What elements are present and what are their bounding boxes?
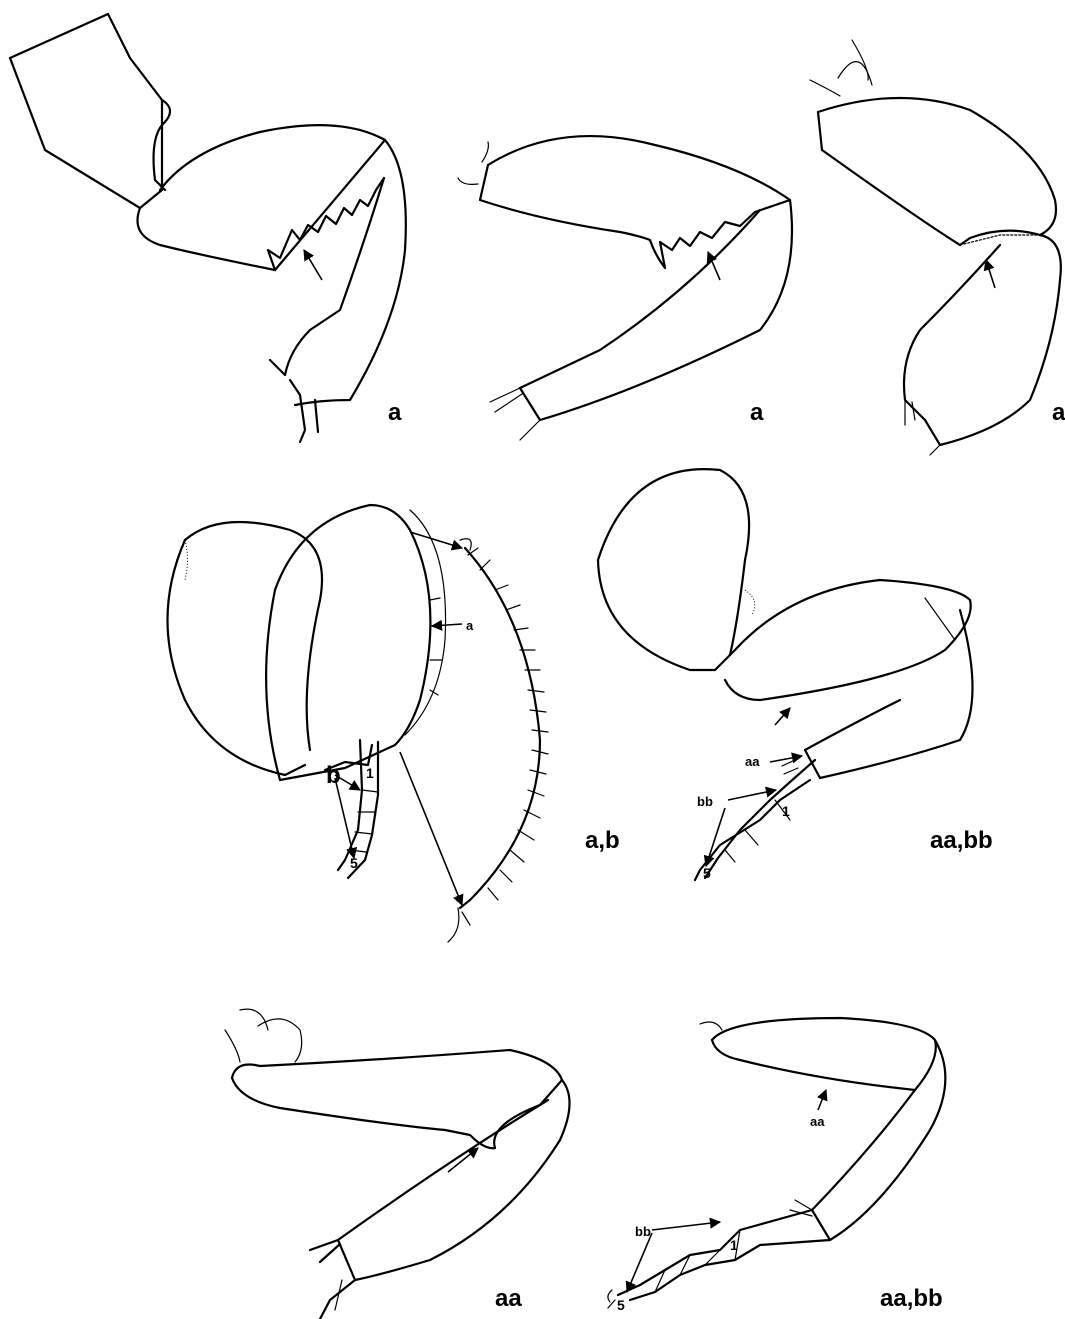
- arrow: [706, 808, 725, 866]
- arrow: [986, 260, 995, 288]
- arrow: [400, 752, 462, 905]
- arrow: [304, 250, 322, 280]
- panel-6-leg-drawing: [225, 1009, 570, 1319]
- panel-label-4: a,b: [585, 827, 620, 854]
- segment-number-1: 1: [782, 803, 790, 819]
- segment-number-1: 1: [366, 765, 374, 781]
- panel-label-1: a: [388, 399, 402, 426]
- arrow: [775, 708, 790, 725]
- segment-number-1: 1: [730, 1237, 738, 1253]
- panel-label-7: aa,bb: [880, 1285, 943, 1312]
- panel-label-5: aa,bb: [930, 827, 993, 854]
- panel-7-leg-drawing: [608, 1018, 945, 1308]
- panel-label-3: a: [1052, 399, 1065, 426]
- segment-number-5: 5: [617, 1297, 625, 1313]
- arrow: [818, 1090, 826, 1110]
- arrow: [652, 1222, 720, 1230]
- arrow: [770, 756, 802, 762]
- arrow: [627, 1233, 652, 1292]
- callout-aa: aa: [745, 754, 760, 769]
- panel-4-leg-drawing: [168, 505, 549, 942]
- callout-bb: bb: [697, 794, 713, 809]
- segment-number-5: 5: [703, 865, 711, 881]
- panel-1-leg-drawing: [10, 14, 406, 442]
- panel-label-2: a: [750, 399, 764, 426]
- arrow: [708, 252, 720, 280]
- callout-bb: bb: [635, 1224, 651, 1239]
- segment-number-5: 5: [350, 855, 358, 871]
- arrow: [432, 624, 462, 626]
- arrow: [335, 778, 354, 858]
- callout-b: b: [326, 762, 341, 789]
- panel-2-leg-drawing: [458, 136, 792, 440]
- callout-aa: aa: [810, 1114, 825, 1129]
- panel-3-leg-drawing: [810, 40, 1061, 455]
- panel-label-6: aa: [495, 1285, 522, 1312]
- callout-a: a: [466, 618, 474, 633]
- arrow: [728, 790, 776, 800]
